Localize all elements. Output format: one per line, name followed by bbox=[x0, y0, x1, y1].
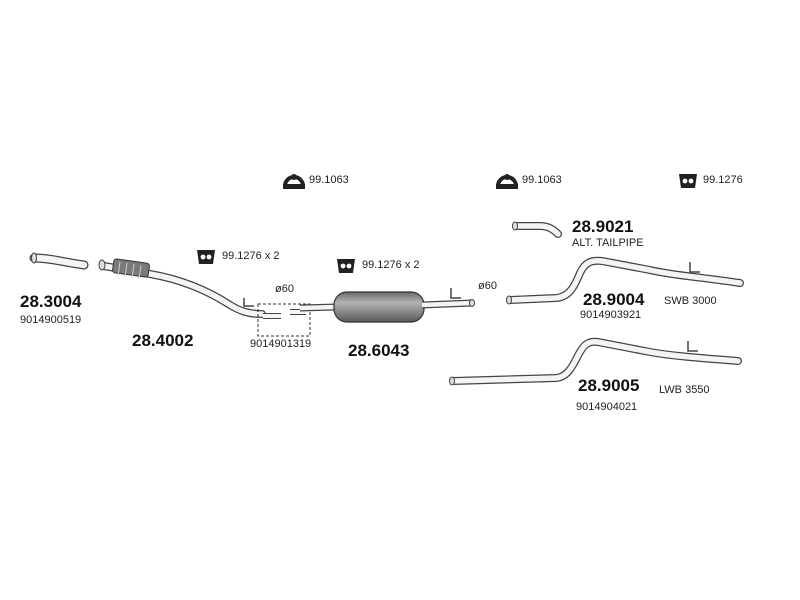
front-pipe-drawing bbox=[29, 252, 89, 270]
connector-oe: 9014901319 bbox=[250, 338, 312, 350]
connector-diameter: ø60 bbox=[275, 283, 294, 295]
rubber-hanger-icon bbox=[679, 174, 697, 188]
clamp-icon bbox=[496, 174, 518, 189]
lwb-tailpipe-number: 28.9005 bbox=[578, 376, 640, 395]
front-pipe-oe: 9014900519 bbox=[20, 314, 82, 326]
muffler-number: 28.6043 bbox=[348, 341, 410, 360]
lwb-tailpipe-variant: LWB 3550 bbox=[659, 384, 710, 396]
alt-tailpipe-note: ALT. TAILPIPE bbox=[572, 237, 644, 249]
alt-tailpipe-number: 28.9021 bbox=[572, 217, 634, 236]
lwb-tailpipe-oe: 9014904021 bbox=[576, 401, 638, 413]
front-pipe-number: 28.3004 bbox=[20, 292, 82, 311]
rubber-hanger-icon bbox=[337, 259, 355, 273]
muffler-drawing bbox=[299, 288, 475, 323]
lwb-tailpipe-drawing bbox=[449, 337, 742, 386]
swb-tailpipe-oe: 9014903921 bbox=[580, 309, 642, 321]
clamp-part-label: 99.1063 bbox=[522, 174, 562, 186]
muffler-diameter: ø60 bbox=[478, 280, 497, 292]
rubber-hanger-icon bbox=[197, 250, 215, 264]
swb-tailpipe-number: 28.9004 bbox=[583, 290, 645, 309]
hanger-part-label: 99.1276 bbox=[703, 174, 743, 186]
flex-pipe-drawing bbox=[98, 258, 266, 318]
swb-tailpipe-drawing bbox=[506, 256, 744, 305]
clamp-part-label: 99.1063 bbox=[309, 174, 349, 186]
alt-tailpipe-drawing bbox=[512, 221, 562, 238]
swb-tailpipe-variant: SWB 3000 bbox=[664, 295, 717, 307]
hanger-muffler-label: 99.1276 x 2 bbox=[362, 259, 420, 271]
clamp-icon bbox=[283, 174, 305, 189]
hanger-pipe-label: 99.1276 x 2 bbox=[222, 250, 280, 262]
connector-drawing bbox=[257, 303, 311, 337]
flex-pipe-number: 28.4002 bbox=[132, 331, 194, 350]
